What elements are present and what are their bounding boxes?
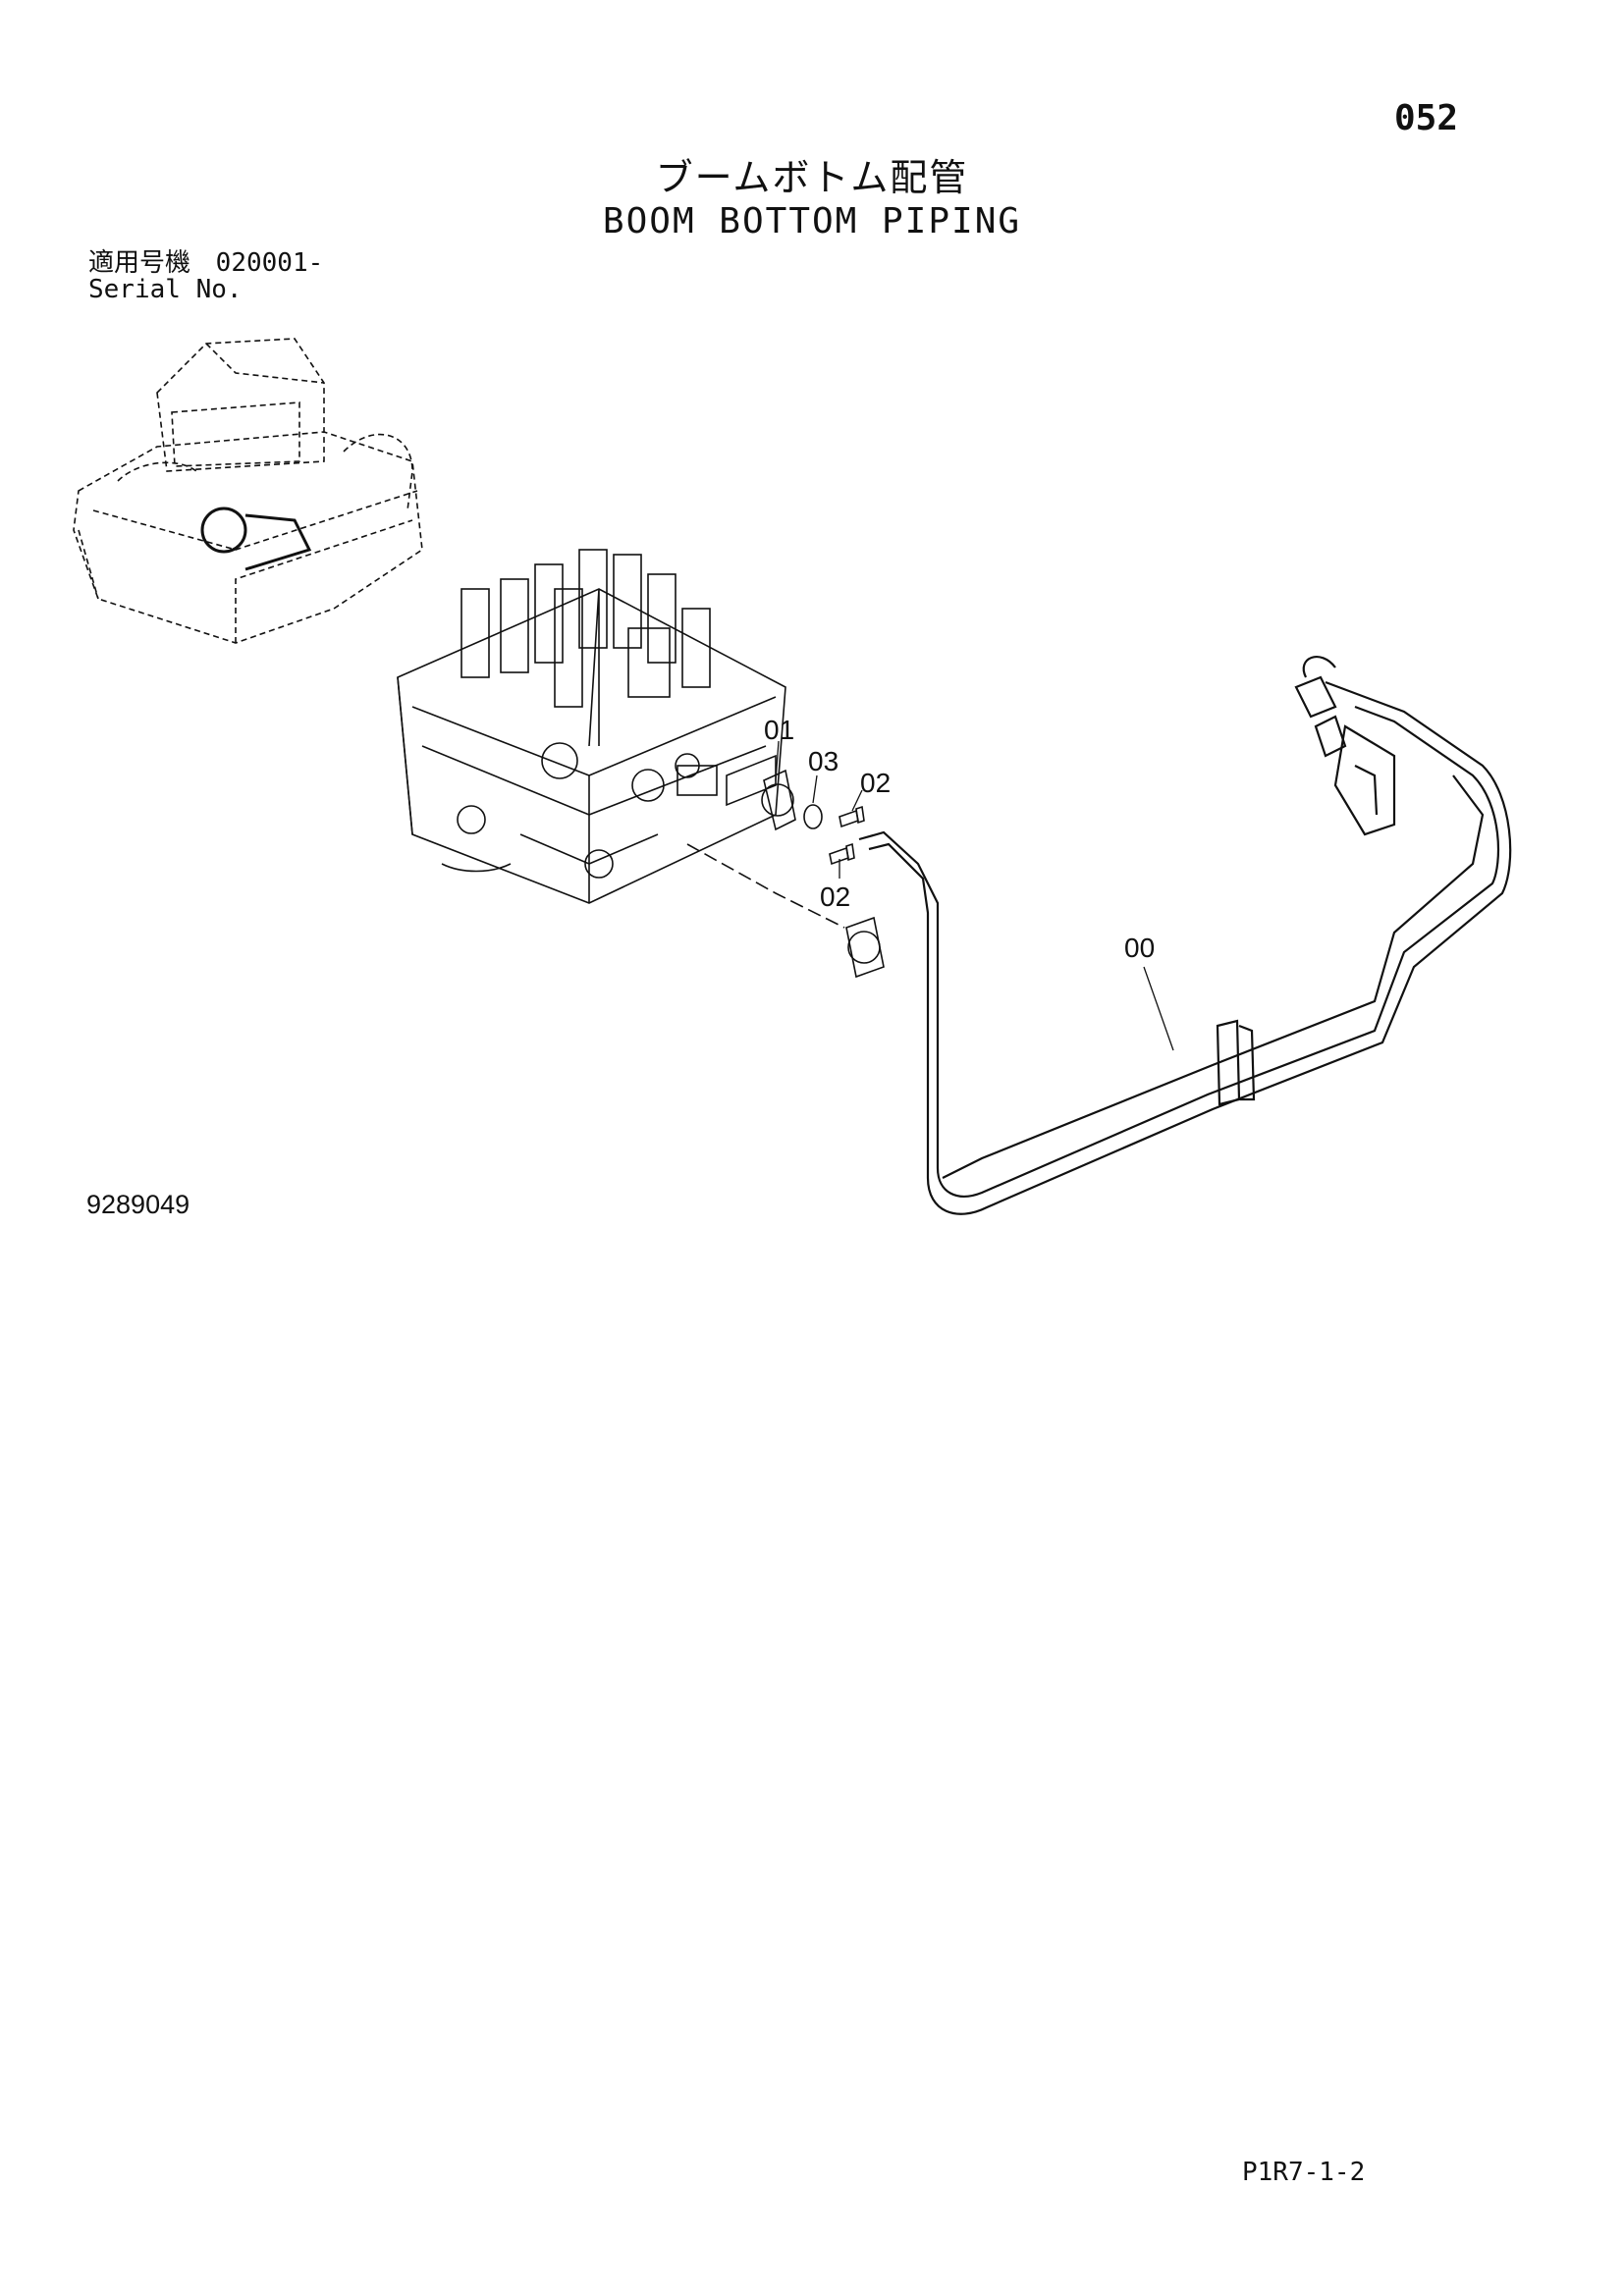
page-code: P1R7-1-2 xyxy=(1242,2158,1366,2187)
flange-part xyxy=(761,769,796,831)
page-title-english: BOOM BOTTOM PIPING xyxy=(602,201,1022,241)
o-ring-part xyxy=(803,804,823,829)
serial-info: 適用号機 020001- Serial No. xyxy=(88,250,323,303)
bolt-part-lower xyxy=(829,842,855,866)
page-number: 052 xyxy=(1394,98,1459,138)
boom-bottom-pipe xyxy=(858,656,1512,1215)
machine-locator-highlight xyxy=(200,507,312,571)
serial-label-english: Serial No. xyxy=(88,275,243,304)
machine-locator-illustration xyxy=(73,338,423,644)
callout-label: 02 xyxy=(860,768,892,798)
callout-leaders xyxy=(775,740,1174,1051)
assembly-line xyxy=(686,843,845,929)
figure-number: 9289049 xyxy=(86,1190,190,1219)
control-valve-block xyxy=(397,549,786,904)
lower-flange xyxy=(845,916,885,979)
serial-label-japanese: 適用号機 xyxy=(88,248,191,278)
page-title-japanese: ブームボトム配管 xyxy=(655,156,969,199)
callout-label: 00 xyxy=(1124,933,1156,963)
callout-label: 01 xyxy=(764,715,795,745)
callout-label: 02 xyxy=(820,881,851,912)
bolt-part xyxy=(839,805,865,828)
callout-label: 03 xyxy=(808,746,839,776)
serial-value: 020001- xyxy=(215,248,324,278)
